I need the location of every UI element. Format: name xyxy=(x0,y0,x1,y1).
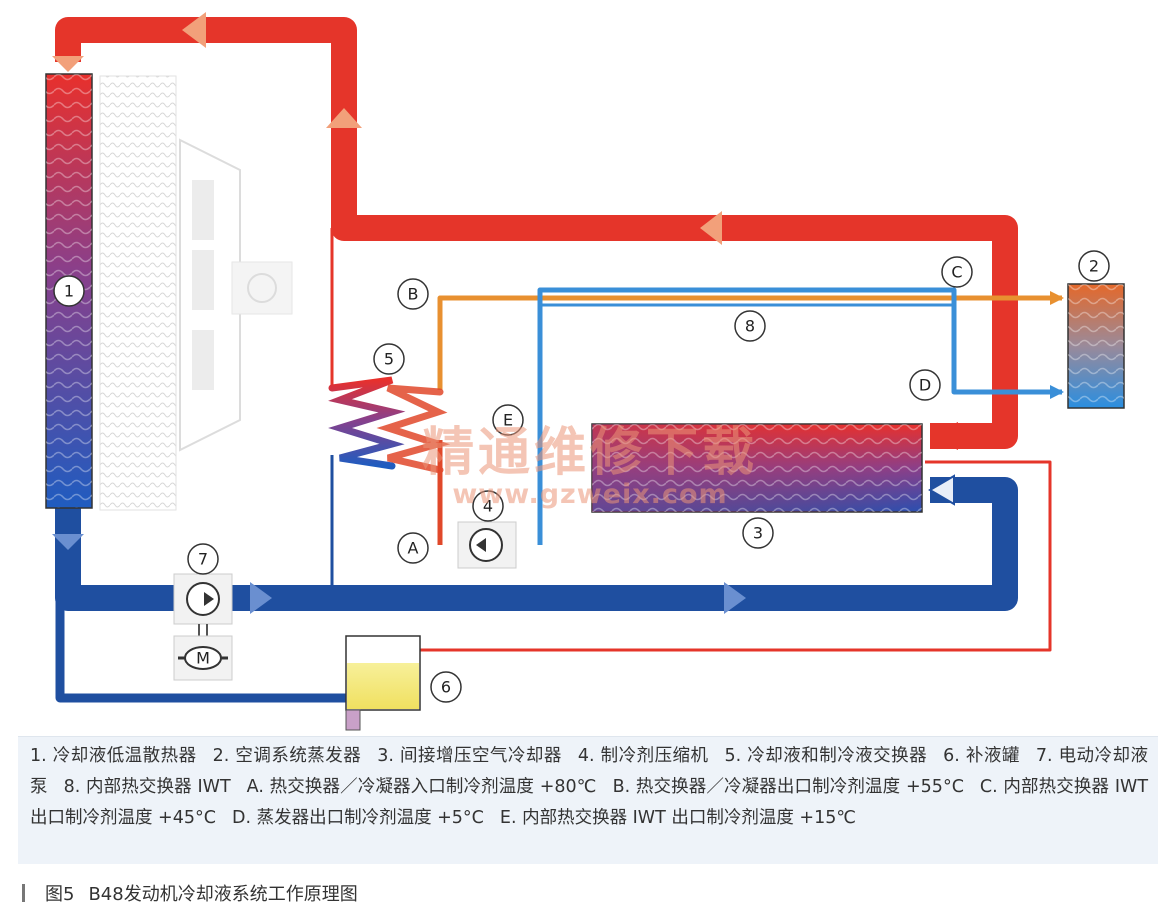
arrow-bottom-2 xyxy=(724,582,746,614)
svg-text:6: 6 xyxy=(441,678,451,697)
legend-item: 1. 冷却液低温散热器 xyxy=(30,746,197,766)
refrigerant-B-line xyxy=(437,295,1062,390)
reservoir-vent-line xyxy=(420,460,1052,652)
marker-4: 4 xyxy=(472,490,504,522)
arrow-into-cooler xyxy=(930,422,958,450)
marker-E: E xyxy=(492,404,524,436)
point-markers: A B C D E xyxy=(397,256,973,564)
marker-2: 2 xyxy=(1078,250,1110,282)
hot-return-pipe xyxy=(55,17,1018,449)
arrow-radiator-out xyxy=(52,534,84,550)
legend-item: D. 蒸发器出口制冷剂温度 +5°C xyxy=(231,808,484,828)
svg-text:8: 8 xyxy=(745,317,755,336)
marker-3: 3 xyxy=(742,517,774,549)
charge-air-cooler xyxy=(591,423,923,513)
legend-item: A. 热交换器／冷凝器入口制冷剂温度 +80℃ xyxy=(246,777,597,797)
refrigerant-circuit xyxy=(437,287,1064,545)
legend-item: 4. 制冷剂压缩机 xyxy=(577,746,709,766)
legend-item: 8. 内部热交换器 IWT xyxy=(63,777,231,797)
arrow-left-mid xyxy=(700,211,722,245)
coolant-refrigerant-exchanger-coil xyxy=(328,376,451,474)
marker-1: 1 xyxy=(53,275,85,307)
arrow-into-cooler-cold xyxy=(928,474,955,506)
component-markers: 1 2 3 4 5 6 7 8 xyxy=(53,250,1110,703)
hot-coolant-circuit xyxy=(55,17,1052,652)
marker-B: B xyxy=(397,278,429,310)
marker-C: C xyxy=(941,256,973,288)
marker-8: 8 xyxy=(734,310,766,342)
figure-title: B48发动机冷却液系统工作原理图 xyxy=(88,884,358,905)
svg-text:4: 4 xyxy=(483,497,493,516)
legend-item: C. 内部热交换器 IWT 出口制冷剂温度 +45°C xyxy=(30,777,1149,828)
svg-text:B: B xyxy=(408,285,419,304)
legend-item: 6. 补液罐 xyxy=(943,746,1020,766)
electric-coolant-pump: M xyxy=(173,573,233,681)
ac-evaporator xyxy=(1067,283,1125,409)
cooling-system-diagram: M 1 2 3 4 5 6 7 8 A B C D E xyxy=(45,12,1125,731)
svg-text:2: 2 xyxy=(1089,257,1099,276)
svg-text:D: D xyxy=(919,376,931,395)
arrow-up-1 xyxy=(326,108,362,128)
motor-label: M xyxy=(196,649,210,668)
svg-text:5: 5 xyxy=(384,350,394,369)
condenser-background xyxy=(99,75,293,511)
marker-5: 5 xyxy=(373,343,405,375)
marker-7: 7 xyxy=(187,543,219,575)
svg-text:A: A xyxy=(408,539,419,558)
figure-number: 图5 xyxy=(45,884,75,905)
legend-item: 5. 冷却液和制冷液交换器 xyxy=(724,746,928,766)
marker-6: 6 xyxy=(430,671,462,703)
flow-arrows xyxy=(52,12,958,614)
svg-text:1: 1 xyxy=(64,282,74,301)
legend-box: 1. 冷却液低温散热器 2. 空调系统蒸发器 3. 间接增压空气冷却器 4. 制冷剂压… xyxy=(18,736,1158,864)
legend-item: 7. 电动冷却液泵 xyxy=(30,746,1149,797)
marker-D: D xyxy=(909,369,941,401)
arrow-top xyxy=(182,12,206,48)
legend-item: 2. 空调系统蒸发器 xyxy=(212,746,362,766)
legend-item: B. 热交换器／冷凝器出口制冷剂温度 +55°C xyxy=(612,777,964,797)
svg-text:E: E xyxy=(503,411,513,430)
figure-caption: 图5 B48发动机冷却液系统工作原理图 xyxy=(22,878,358,908)
svg-text:C: C xyxy=(951,263,962,282)
refrigerant-compressor xyxy=(457,521,517,569)
cold-supply-pipe xyxy=(55,477,1018,611)
refrigerant-cold-line xyxy=(537,287,1062,545)
reservoir-return-line xyxy=(55,600,346,703)
expansion-tank xyxy=(345,635,421,731)
legend-item: E. 内部热交换器 IWT 出口制冷剂温度 +15℃ xyxy=(499,808,857,828)
marker-A: A xyxy=(397,532,429,564)
svg-text:3: 3 xyxy=(753,524,763,543)
arrow-radiator-in xyxy=(52,56,84,72)
caption-bar xyxy=(22,884,25,902)
legend-item: 3. 间接增压空气冷却器 xyxy=(377,746,562,766)
svg-text:7: 7 xyxy=(198,550,208,569)
arrow-bottom-1 xyxy=(250,582,272,614)
cold-coolant-circuit xyxy=(55,228,1018,703)
